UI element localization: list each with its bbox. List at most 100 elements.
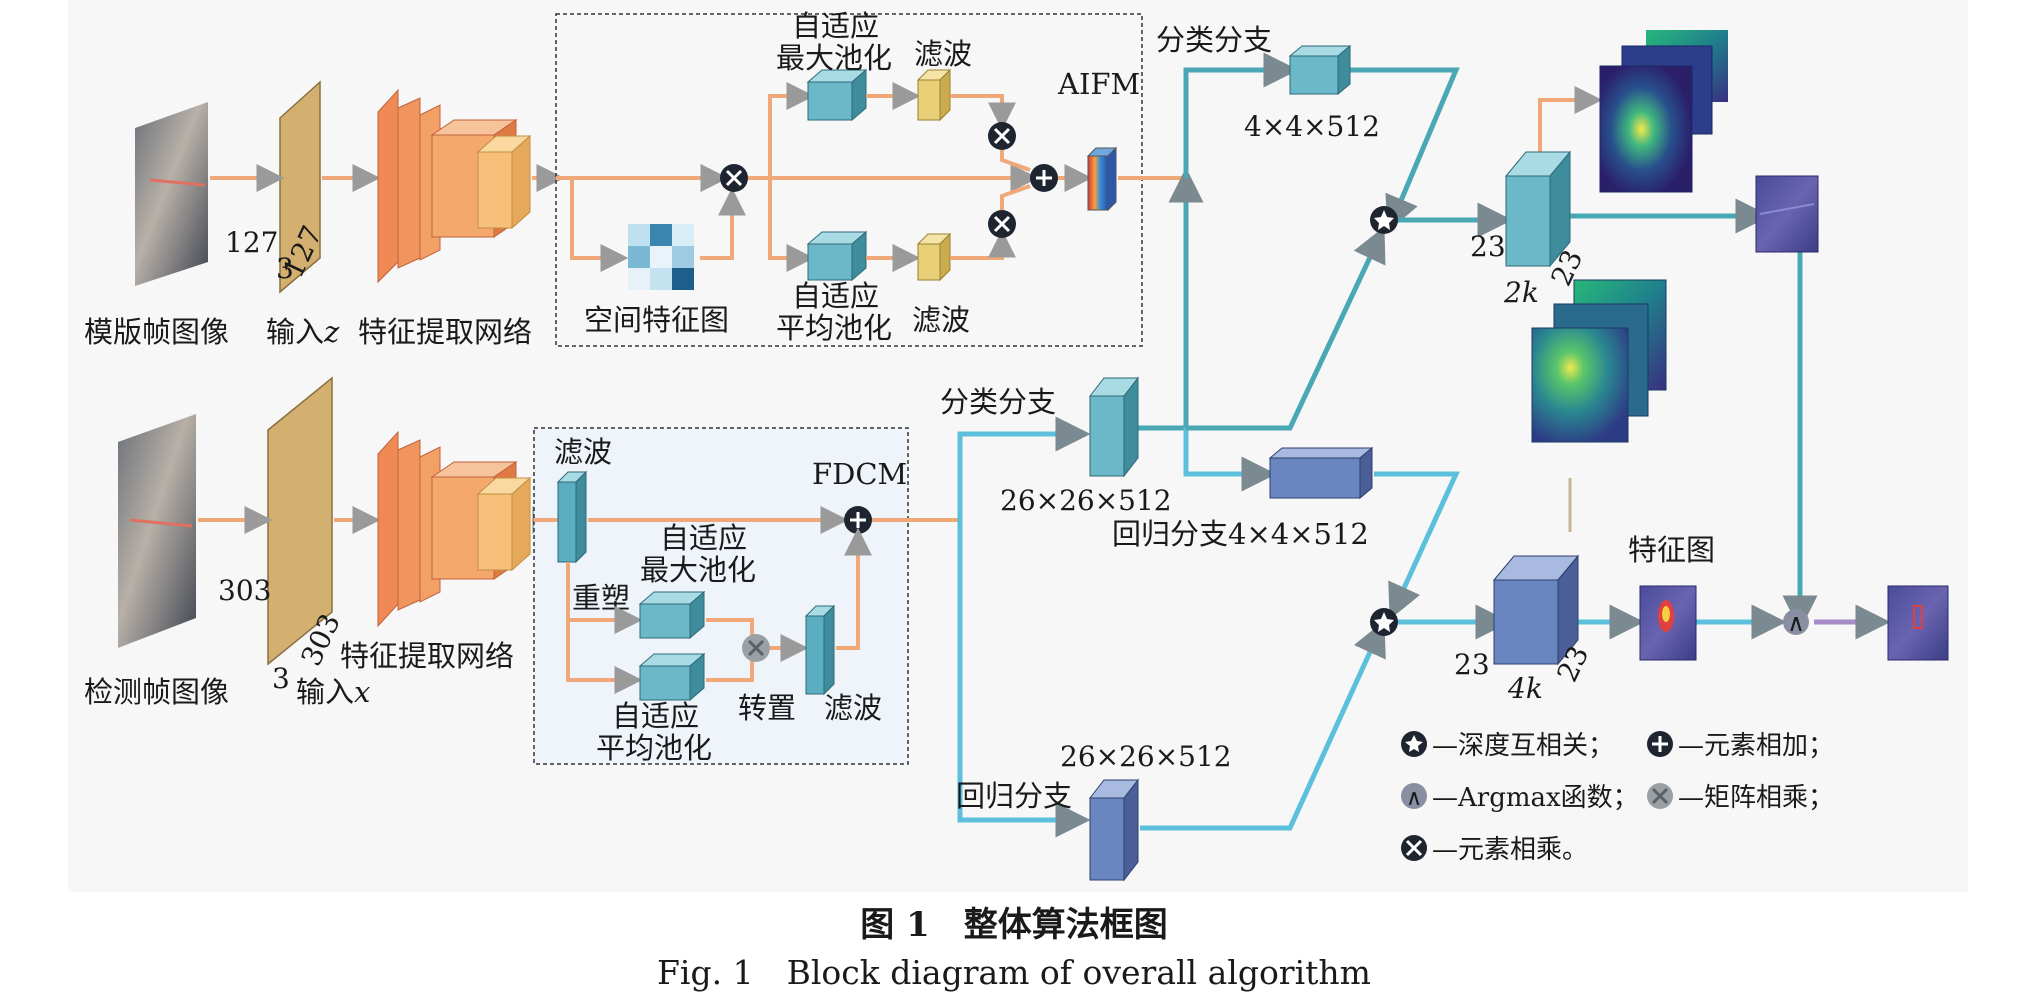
aifm-module: AIFM 空间特征图 自适应 最大池化 滤波: [555, 9, 1186, 347]
fdcm-max-pool-label2: 最大池化: [640, 553, 756, 587]
fdcm-filter-in-label: 滤波: [554, 435, 612, 469]
legend-item-matmul: —矩阵相乘；: [1647, 783, 1834, 813]
flow-arrow: [566, 620, 643, 694]
legend-item-times: —元素相乘。: [1401, 835, 1588, 865]
reg-bottom-label: 回归分支: [956, 779, 1072, 813]
aifm-avg-pool-label1: 自适应: [792, 279, 879, 313]
template-input-plane: [279, 80, 321, 294]
legend-item-argmax: ∧ —Argmax函数；: [1401, 783, 1639, 813]
template-dim-channels: 3: [276, 252, 294, 285]
aifm-add-node: [1030, 164, 1058, 192]
search-image-label: 检测帧图像: [84, 675, 229, 709]
feature-map-thumbnail: [1639, 585, 1697, 661]
fdcm-reshape-label: 重塑: [572, 581, 630, 615]
aifm-filter-bottom-label: 滤波: [912, 303, 970, 337]
argmax-node: ∧: [1783, 609, 1809, 637]
fdcm-transpose-label: 转置: [738, 691, 796, 725]
search-image: [118, 414, 196, 648]
search-input-label: 输入x: [296, 675, 370, 709]
aifm-output-feature: [1086, 146, 1118, 212]
search-feature-network: [377, 430, 532, 628]
aifm-max-pool-box: [806, 68, 868, 122]
flow-arrow: [768, 178, 815, 272]
reg-top-box: [1268, 446, 1374, 500]
aifm-avg-pool-box: [806, 230, 868, 282]
reg-dim-a: 23: [1454, 648, 1490, 681]
flow-arrow: [1000, 150, 1031, 172]
fdcm-max-pool-box: [638, 590, 706, 640]
cls-score-map: [1755, 175, 1819, 253]
search-image-detail: [129, 518, 193, 528]
flow-arrow: [836, 527, 872, 650]
fdcm-matmul-node: [742, 634, 770, 662]
flow-arrow: [700, 187, 746, 260]
aifm-title: AIFM: [1057, 67, 1140, 101]
flow-arrow: [748, 82, 815, 180]
cls-dim-a: 23: [1470, 230, 1506, 263]
search-dim-height: 303: [218, 574, 271, 607]
flow-arrow: [706, 618, 754, 640]
cls-xcorr-node: [1370, 206, 1398, 234]
cls-top-label: 分类分支: [1156, 23, 1272, 57]
reg-top-label: 回归分支4×4×512: [1112, 517, 1369, 551]
flow-arrow: [950, 94, 1016, 131]
search-feature-label: 特征提取网络: [340, 639, 514, 673]
aifm-max-pool-label1: 自适应: [792, 9, 879, 43]
fdcm-box: [533, 427, 909, 765]
legend-item-star: —深度互相关；: [1401, 731, 1614, 761]
reg-xcorr-node: [1370, 608, 1398, 636]
flow-arrow: [1000, 184, 1031, 210]
fdcm-filter-in-box: [556, 470, 588, 564]
cls-channels: 2k: [1503, 276, 1539, 309]
template-image: [135, 102, 208, 286]
fdcm-title: FDCM: [812, 457, 907, 491]
caption-en: Fig. 1 Block diagram of overall algorith…: [657, 953, 1371, 992]
spatial-map-label: 空间特征图: [584, 303, 729, 337]
aifm-filter-bottom-box: [916, 232, 952, 282]
aifm-avg-pool-label2: 平均池化: [776, 311, 892, 345]
final-result-image: [1887, 585, 1949, 661]
branch-flow-lines: [957, 52, 1891, 838]
search-input-plane: [267, 376, 333, 666]
cls-mid-box: [1088, 376, 1140, 478]
search-branch: 303 303 3 检测帧图像 输入x 特征提取网络: [84, 376, 561, 709]
fdcm-add-node: [844, 506, 872, 534]
svg-text:∧: ∧: [1787, 609, 1805, 637]
caption-cn: 图 1 整体算法框图: [860, 905, 1168, 945]
fdcm-module: FDCM 滤波 自适应 最大池化 重塑 自适应 平均池化: [533, 427, 960, 765]
aifm-filter-top-label: 滤波: [914, 37, 972, 71]
svg-text:—深度互相关；: —深度互相关；: [1432, 731, 1614, 761]
cls-output-box: [1504, 150, 1572, 268]
fdcm-max-pool-label1: 自适应: [660, 521, 747, 555]
reg-channels: 4k: [1507, 672, 1543, 705]
fdcm-avg-pool-label1: 自适应: [612, 699, 699, 733]
cls-mid-dims: 26×26×512: [1000, 484, 1172, 517]
reg-bottom-box: [1088, 778, 1140, 882]
cls-heatmap-stack: [1599, 30, 1728, 193]
aifm-multiply-node: [720, 164, 748, 192]
flow-arrow: [570, 178, 629, 272]
template-branch: 127 127 3 模版帧图像 输入z 特征提取网络: [84, 80, 565, 349]
legend-item-plus: —元素相加；: [1647, 731, 1834, 761]
svg-text:—元素相加；: —元素相加；: [1678, 731, 1834, 761]
template-feature-label: 特征提取网络: [358, 315, 532, 349]
cls-mid-label: 分类分支: [940, 385, 1056, 419]
svg-text:∧: ∧: [1406, 786, 1422, 811]
svg-text:—矩阵相乘；: —矩阵相乘；: [1678, 783, 1834, 813]
aifm-max-multiply-node: [988, 122, 1016, 150]
fdcm-filter-out-box: [804, 604, 836, 696]
flow-arrow: [706, 656, 754, 682]
svg-text:—Argmax函数；: —Argmax函数；: [1432, 783, 1639, 813]
feature-map-label: 特征图: [1628, 533, 1715, 567]
template-image-label: 模版帧图像: [84, 315, 229, 349]
search-dim-channels: 3: [272, 662, 290, 695]
template-feature-network: [377, 88, 532, 284]
reg-bottom-dims: 26×26×512: [1060, 740, 1232, 773]
template-image-detail: [149, 178, 206, 187]
reg-heatmap-stack: [1531, 279, 1667, 443]
template-input-label: 输入z: [266, 315, 340, 349]
aifm-max-pool-label2: 最大池化: [776, 41, 892, 75]
aifm-filter-top-box: [916, 68, 952, 122]
fdcm-avg-pool-label2: 平均池化: [596, 731, 712, 765]
